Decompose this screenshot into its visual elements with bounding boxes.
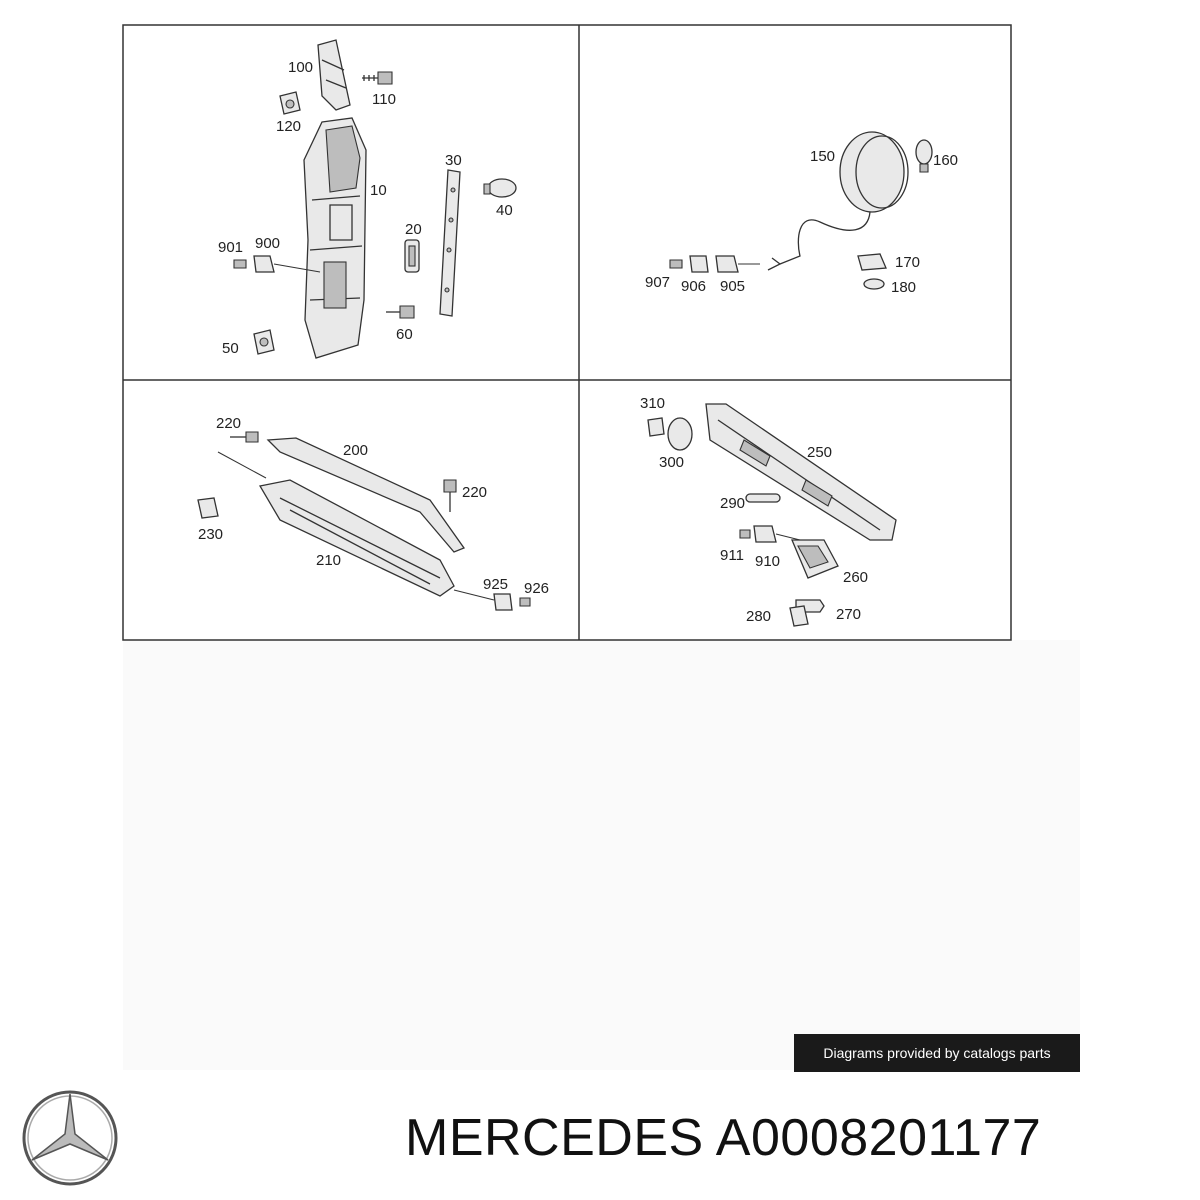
mercedes-star-icon [22,1090,118,1186]
callout-label: 150 [810,148,835,165]
callout-label: 280 [746,608,771,625]
callout-label: 260 [843,569,868,586]
callout-label: 60 [396,326,413,343]
callout-label: 180 [891,279,916,296]
callout-label: 200 [343,442,368,459]
brand-name: MERCEDES [405,1109,704,1167]
callout-label: 100 [288,59,313,76]
panel-third-brake-light: 220 200 220 230 210 925 926 [197,415,549,611]
callout-label: 170 [895,254,920,271]
callout-label: 160 [933,152,958,169]
callout-label: 230 [198,526,223,543]
callout-label: 910 [755,553,780,570]
callout-label: 906 [681,278,706,295]
callout-label: 20 [405,221,422,238]
callout-label: 210 [316,552,341,569]
callout-label: 50 [222,340,239,357]
panel-fog-lamp: 150 160 170 180 907 906 905 [645,131,958,296]
callout-label: 926 [524,580,549,597]
callout-label: 907 [645,274,670,291]
credit-badge: Diagrams provided by catalogs parts [794,1034,1080,1072]
part-number: A0008201177 [715,1109,1042,1167]
callout-label: 250 [807,444,832,461]
callout-label: 900 [255,235,280,252]
callout-label: 290 [720,495,745,512]
panel-tail-lamp: 100 110 120 10 30 40 20 901 900 60 50 [218,39,517,359]
callout-label: 901 [218,239,243,256]
callout-label: 110 [372,91,396,108]
callout-label: 120 [276,118,301,135]
panel-handle-camera: 310 300 250 290 911 910 260 280 270 [640,395,897,627]
callout-label: 300 [659,454,684,471]
callout-label: 270 [836,606,861,623]
callout-label: 30 [445,152,462,169]
callout-label: 905 [720,278,745,295]
callout-label: 911 [720,547,744,564]
callout-label: 310 [640,395,665,412]
callout-label: 10 [370,182,387,199]
callout-label: 220 [462,484,487,501]
diagram-frame [122,24,1012,641]
callout-label: 220 [216,415,241,432]
callout-label: 40 [496,202,513,219]
part-title: MERCEDES A0008201177 [405,1108,1041,1168]
callout-label: 925 [483,576,508,593]
